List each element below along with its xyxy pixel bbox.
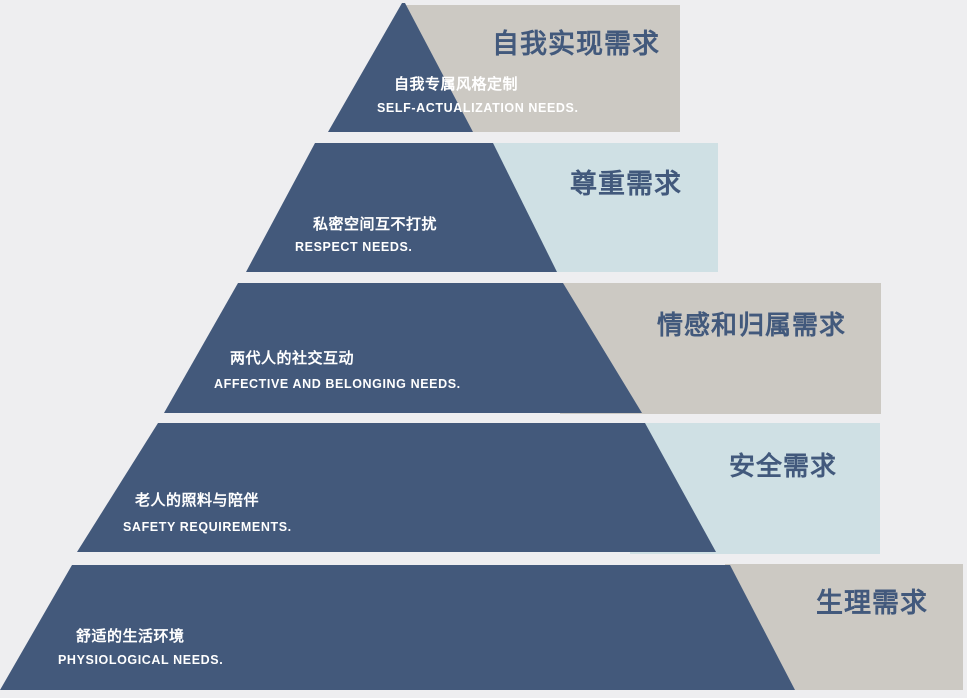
level-5-caption-zh: 舒适的生活环境: [76, 628, 185, 645]
level-3-caption-zh: 两代人的社交互动: [230, 350, 355, 367]
level-1-title: 自我实现需求: [492, 29, 660, 59]
level-4-caption-zh: 老人的照料与陪伴: [135, 492, 260, 509]
level-1-caption-zh: 自我专属风格定制: [394, 76, 519, 93]
level-4-title: 安全需求: [729, 451, 838, 481]
level-4-caption-en: SAFETY REQUIREMENTS.: [123, 520, 292, 534]
level-5-caption-en: PHYSIOLOGICAL NEEDS.: [58, 653, 224, 667]
level-1-caption-en: SELF-ACTUALIZATION NEEDS.: [377, 101, 579, 115]
level-5-title: 生理需求: [816, 588, 928, 618]
level-3-title: 情感和归属需求: [657, 310, 847, 340]
level-2-caption-en: RESPECT NEEDS.: [295, 240, 413, 254]
level-2-caption-zh: 私密空间互不打扰: [313, 216, 438, 233]
level-2-title: 尊重需求: [570, 169, 682, 199]
level-3-caption-en: AFFECTIVE AND BELONGING NEEDS.: [214, 377, 461, 391]
